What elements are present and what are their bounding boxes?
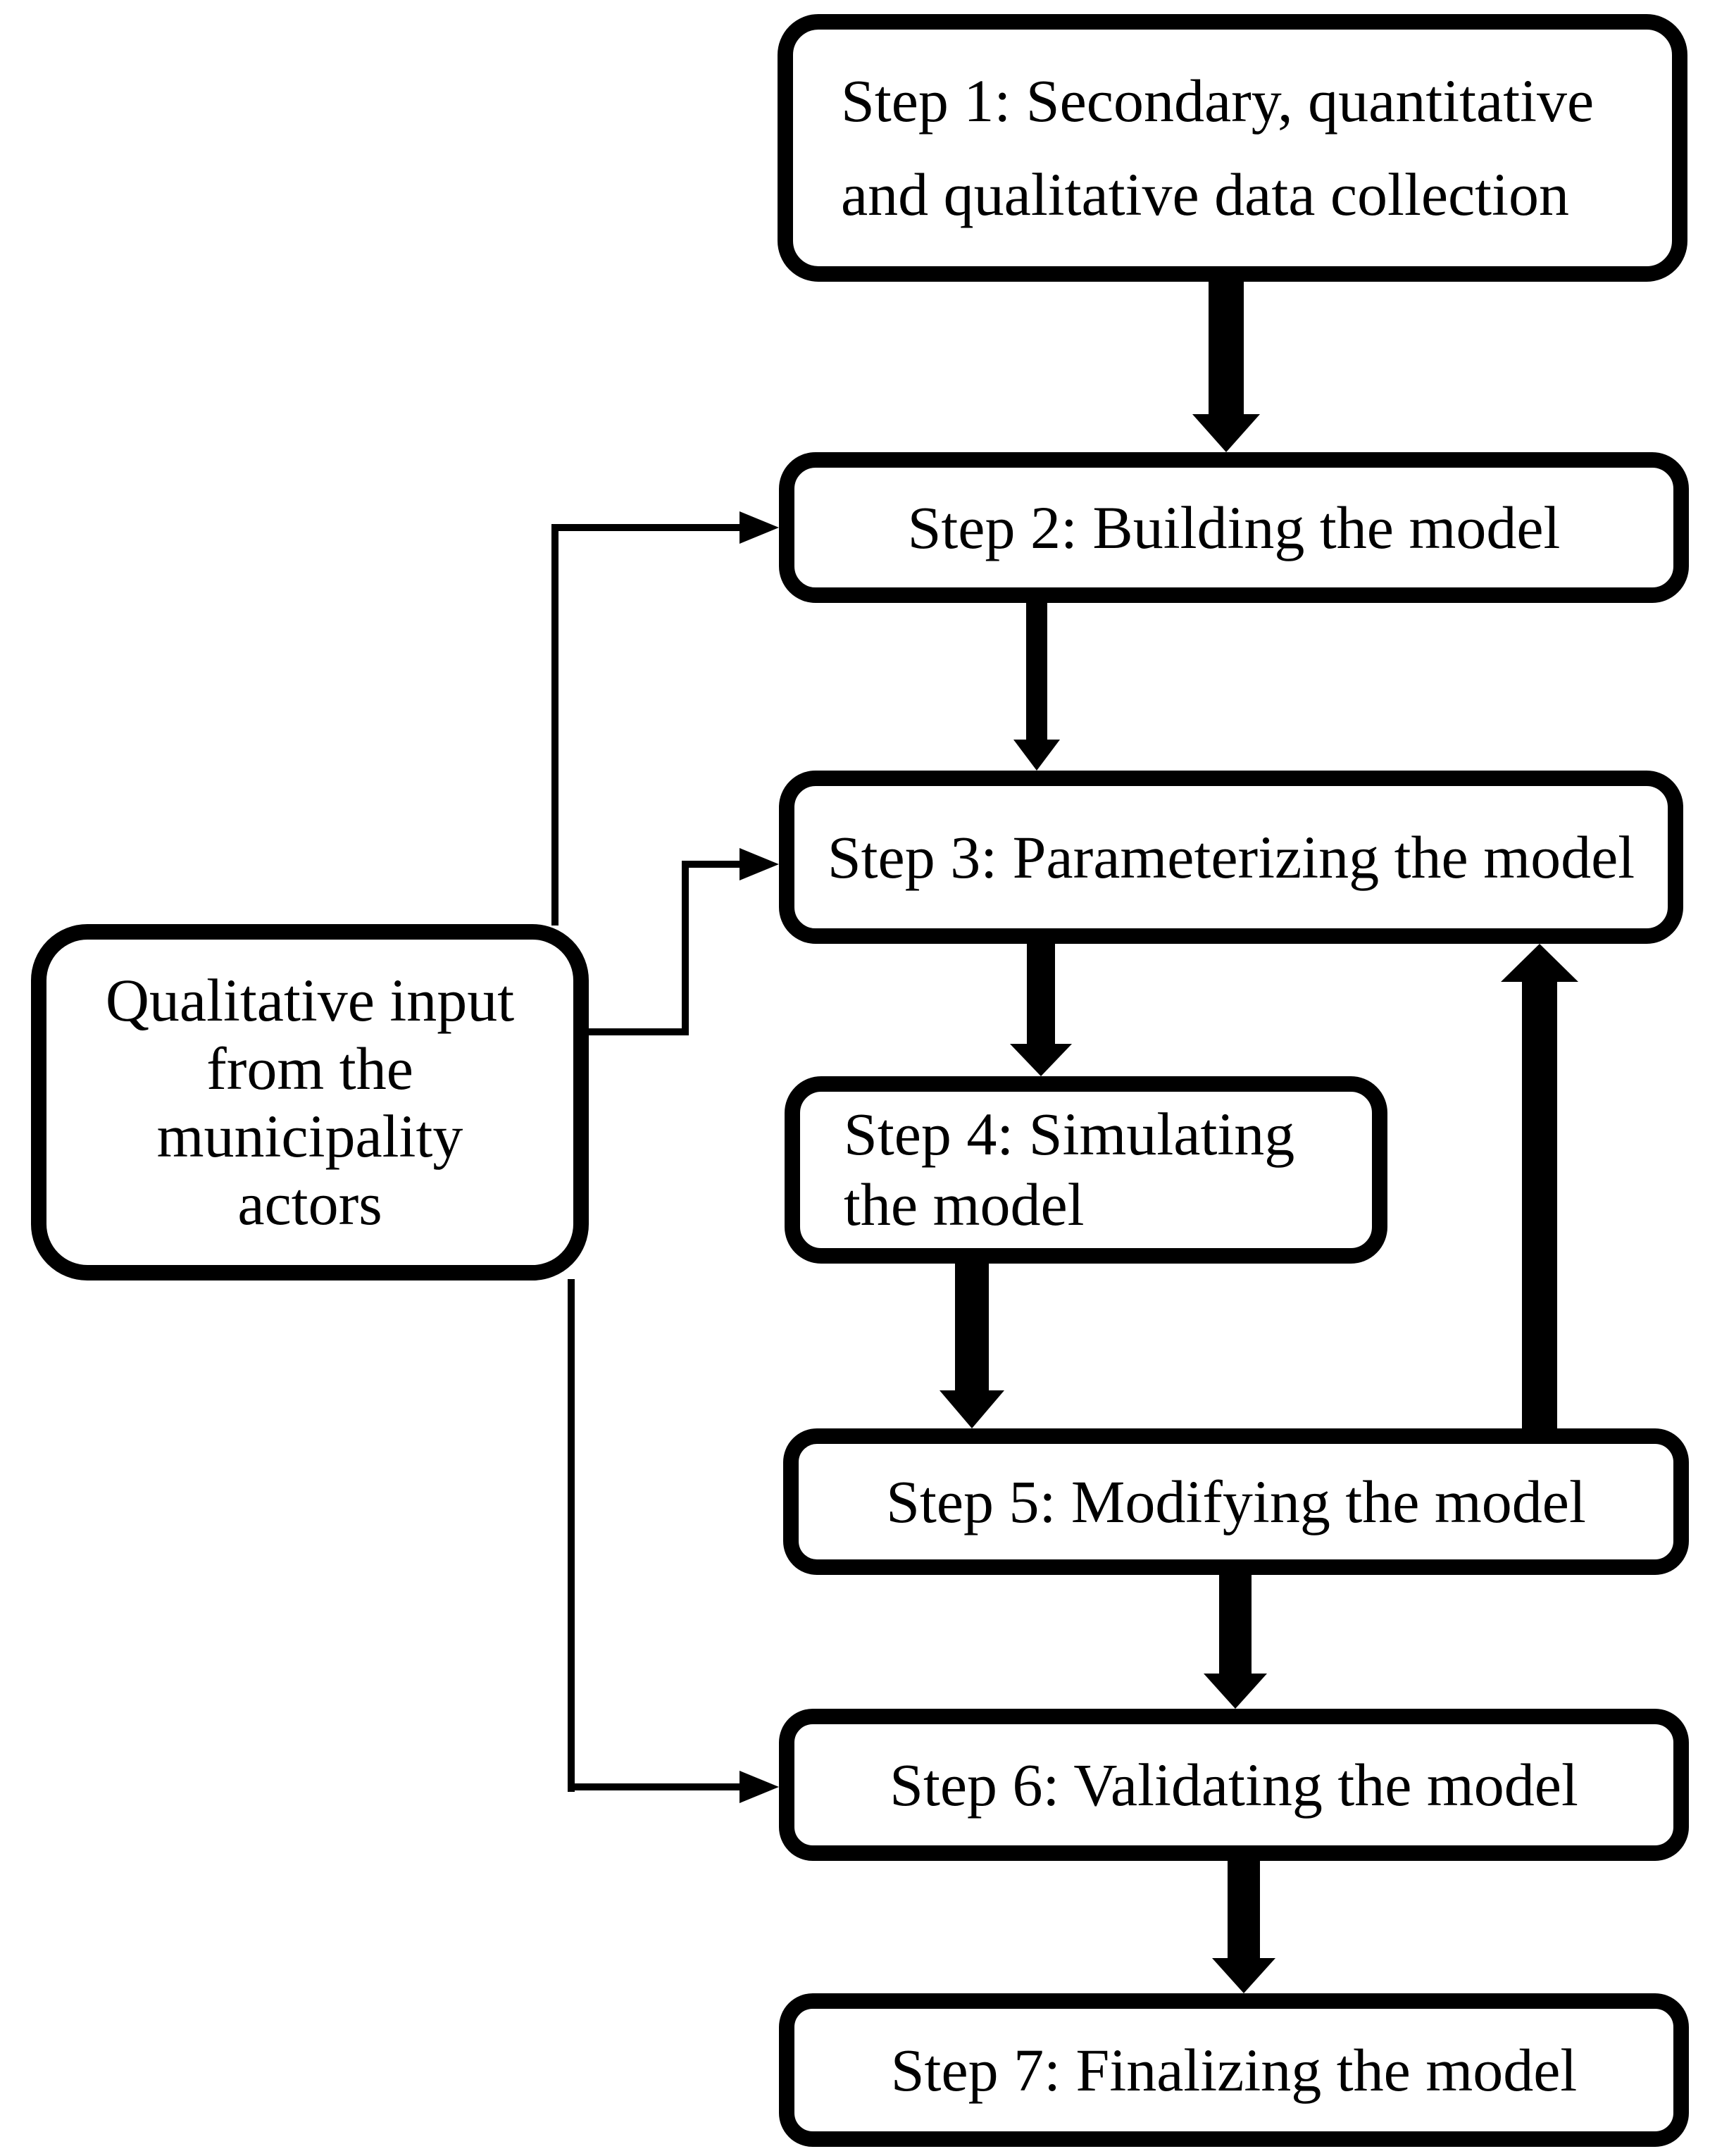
connector-qualitative-to-step2-horizontal xyxy=(551,524,743,531)
connector-qualitative-to-step3-horizontal-2 xyxy=(682,861,741,868)
node-step3-label: Step 3: Parameterizing the model xyxy=(827,823,1635,891)
node-qualitative-input-label: Qualitative input from the municipality … xyxy=(105,966,515,1238)
connector-qualitative-to-step2-arrowhead-icon xyxy=(739,511,779,544)
node-step7: Step 7: Finalizing the model xyxy=(779,1993,1689,2147)
arrow-step6-to-step7-shaft xyxy=(1228,1861,1260,1959)
node-step1-label: Step 1: Secondary, quantitative and qual… xyxy=(841,66,1594,228)
connector-qualitative-to-step3-arrowhead-icon xyxy=(739,848,779,880)
arrow-step3-to-step4-arrowhead-icon xyxy=(1010,1044,1072,1076)
arrow-step5-to-step6-shaft xyxy=(1219,1575,1252,1675)
arrow-step5-to-step3-shaft xyxy=(1522,980,1557,1428)
node-qualitative-input: Qualitative input from the municipality … xyxy=(31,924,589,1280)
arrow-step3-to-step4-shaft xyxy=(1027,944,1055,1045)
node-step2: Step 2: Building the model xyxy=(779,452,1689,603)
arrow-step1-to-step2-arrowhead-icon xyxy=(1192,414,1260,452)
connector-qualitative-to-step6-horizontal xyxy=(568,1783,741,1790)
node-step5: Step 5: Modifying the model xyxy=(783,1428,1689,1575)
arrow-step2-to-step3-shaft xyxy=(1026,603,1047,741)
node-step2-label: Step 2: Building the model xyxy=(907,493,1561,561)
connector-qualitative-to-step2-vertical xyxy=(551,524,558,926)
arrow-step2-to-step3-arrowhead-icon xyxy=(1013,740,1060,771)
connector-qualitative-to-step3-vertical xyxy=(682,861,689,1035)
arrow-step6-to-step7-arrowhead-icon xyxy=(1212,1958,1275,1993)
node-step7-label: Step 7: Finalizing the model xyxy=(890,2036,1578,2104)
node-step6: Step 6: Validating the model xyxy=(779,1709,1689,1861)
node-step4-label: Step 4: Simulating the model xyxy=(844,1100,1295,1238)
node-step4: Step 4: Simulating the model xyxy=(785,1076,1387,1264)
arrow-step5-to-step6-arrowhead-icon xyxy=(1204,1674,1267,1709)
arrow-step4-to-step5-shaft xyxy=(955,1264,989,1392)
arrow-step1-to-step2-shaft xyxy=(1209,282,1244,416)
arrow-step4-to-step5-arrowhead-icon xyxy=(940,1390,1004,1428)
connector-qualitative-to-step6-arrowhead-icon xyxy=(739,1771,779,1803)
connector-qualitative-to-step6-vertical xyxy=(568,1279,575,1792)
arrow-step5-to-step3-arrowhead-icon xyxy=(1501,944,1578,982)
connector-qualitative-to-step3-horizontal-1 xyxy=(582,1028,687,1035)
node-step1: Step 1: Secondary, quantitative and qual… xyxy=(778,14,1687,282)
node-step5-label: Step 5: Modifying the model xyxy=(886,1467,1586,1535)
node-step3: Step 3: Parameterizing the model xyxy=(779,771,1683,944)
node-step6-label: Step 6: Validating the model xyxy=(890,1750,1578,1819)
